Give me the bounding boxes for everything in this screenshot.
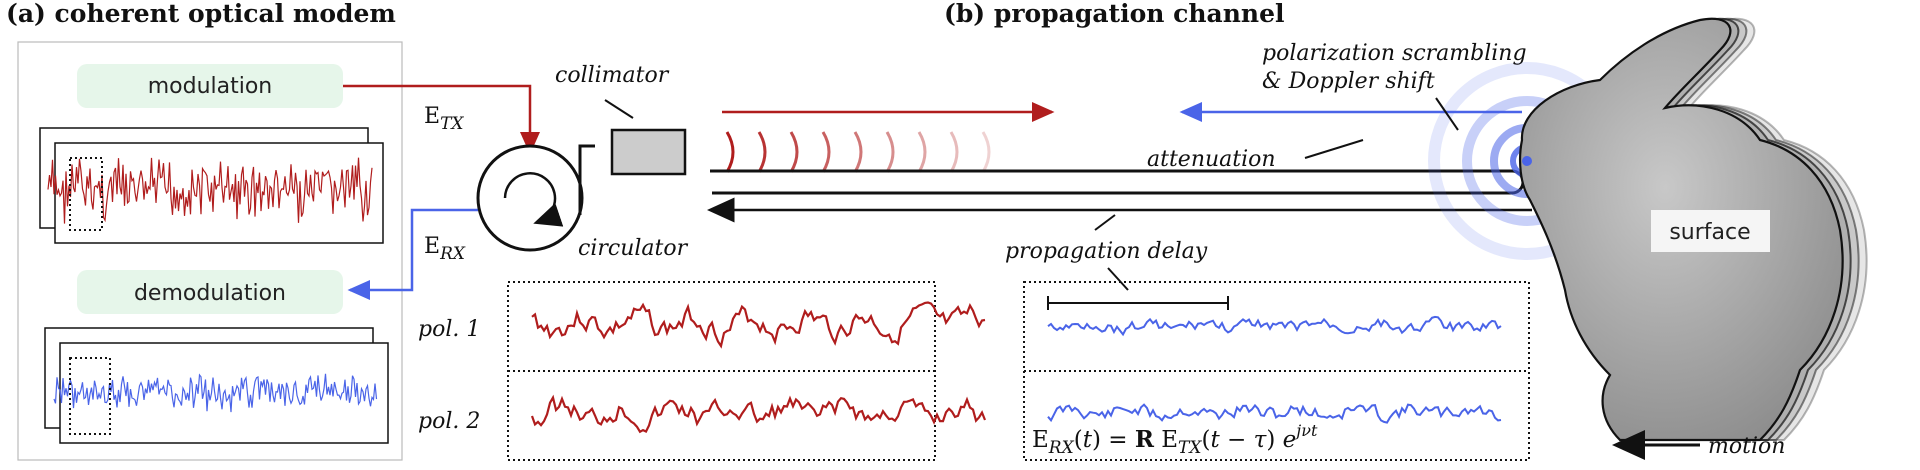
tx-frame-front [54,142,384,244]
pol1-tx-waveform [531,301,986,349]
collimator-pointer [604,99,634,119]
circulator-label: circulator [578,236,689,261]
modulation-label: modulation [148,74,273,99]
modem-header: (a) coherent optical modem [6,0,396,28]
modem-panel: modulation demodulation [17,41,403,461]
pol1-rx-waveform [1047,315,1502,337]
pol2-tx-waveform [530,394,987,434]
rx-signal-trace [53,373,378,413]
polarization-label-line2: & Doppler shift [1262,69,1435,94]
modulation-pill [77,64,343,108]
wavefront-arc [821,131,831,173]
channel-header: (b) propagation channel [944,0,1284,28]
tx-wavefronts [725,131,991,173]
surface-label-box [1651,210,1770,252]
wavefront-arc [981,131,991,173]
wavefront-arc [789,131,799,173]
collimator-label: collimator [555,63,670,88]
demodulation-pill [77,270,343,314]
tx-connection-arrow [343,84,540,155]
polarization-label-line1: polarization scrambling [1262,41,1527,66]
bunny-surface: surface [1519,17,1868,442]
delay-bracket [1047,296,1229,310]
wavefront-arc [853,131,863,173]
fiber-to-collimator [578,144,595,215]
erx-label: ERX [424,234,466,264]
motion-label: motion [1708,434,1785,459]
circulator [476,144,584,252]
etx-label: ETX [424,104,464,134]
wavefront-arc [725,131,735,173]
rx-window-box [69,357,111,435]
attenuation-label: attenuation [1147,147,1276,172]
wavefront-arc [885,131,895,173]
tx-window-box [69,157,103,231]
delay-bracket-pointer [1107,267,1129,291]
circulator-rotation-icon [503,172,564,227]
pol2-rx-waveform [1047,403,1502,424]
pol2-label: pol. 2 [418,409,480,434]
wavefront-arc [917,131,927,173]
propagation-delay-label: propagation delay [1005,239,1208,264]
wavefront-arc [757,131,767,173]
tx-signal-trace [47,157,373,224]
return-path-loop [710,169,1525,195]
attenuation-pointer [1304,139,1364,159]
wavefront-arc [949,131,959,173]
collimator-box [610,128,687,176]
propagation-delay-pointer [1094,214,1116,231]
channel-equation: ERX(t) = R ETX(t − τ) ejνt [1032,421,1318,458]
pol1-label: pol. 1 [418,317,480,342]
rx-connection-arrow [347,208,478,300]
polarization-signal-grid [507,281,1530,461]
polarization-pointer [1435,97,1459,131]
surface-label: surface [1669,220,1750,245]
demodulation-label: demodulation [134,281,286,306]
